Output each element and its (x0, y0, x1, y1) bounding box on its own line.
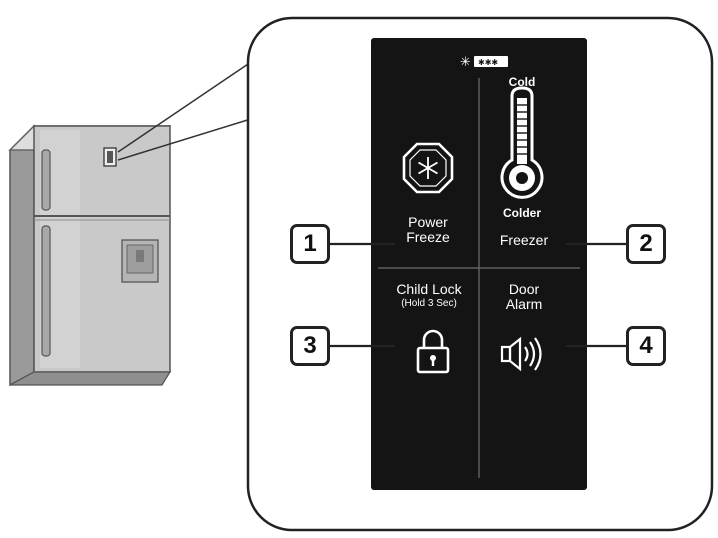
child-lock-hold-label: (Hold 3 Sec) (401, 297, 457, 309)
thermometer-icon (500, 86, 544, 199)
child-lock-label: Child Lock (396, 281, 462, 297)
power-freeze-button[interactable]: Power Freeze (388, 215, 468, 244)
callout-2: 2 (626, 224, 666, 264)
zoom-guide-line-top (117, 59, 255, 153)
callout-1: 1 (290, 224, 330, 264)
svg-text:✱✱✱: ✱✱✱ (478, 58, 498, 67)
freezer-label: Freezer (499, 232, 549, 248)
thermometer-cold-label: Cold (508, 75, 536, 89)
freezer-button[interactable]: Freezer (490, 233, 558, 248)
speaker-icon (500, 336, 542, 372)
door-alarm-label-line2: Alarm (505, 295, 543, 312)
zoom-guide-line-bottom (117, 117, 255, 161)
power-freeze-label-line2: Freeze (406, 228, 450, 245)
door-alarm-button[interactable]: Door Alarm (490, 282, 558, 311)
door-alarm-label-line1: Door (508, 281, 540, 297)
temperature-indicator: ✳ ✱✱✱ (460, 55, 508, 70)
refrigerator-illustration (8, 124, 172, 387)
snowflake-icon (402, 142, 454, 194)
power-freeze-label-line1: Power (408, 214, 448, 230)
svg-text:✳: ✳ (460, 55, 471, 70)
child-lock-button[interactable]: Child Lock (Hold 3 Sec) (381, 282, 477, 309)
callout-3: 3 (290, 326, 330, 366)
callout-4: 4 (626, 326, 666, 366)
thermometer-colder-label: Colder (502, 206, 541, 220)
lock-icon (416, 329, 450, 374)
